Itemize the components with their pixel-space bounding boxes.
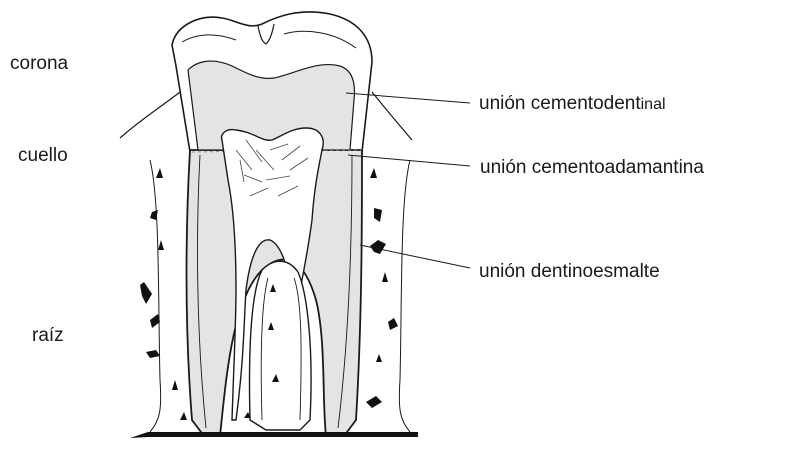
bone-mark	[146, 350, 160, 358]
label-cuello: cuello	[18, 146, 68, 165]
label-union-dentinoesmalte: unión dentinoesmalte	[479, 262, 660, 281]
bone-mark	[150, 314, 160, 328]
bone-mark	[388, 318, 398, 330]
bone-mark	[158, 240, 164, 250]
inter-radicular-gap	[250, 261, 312, 430]
bone-mark	[180, 412, 187, 420]
label-union-cementodentinal-tail: inal	[641, 96, 666, 113]
label-union-cementodentinal: unión cementodentinal	[479, 94, 666, 113]
label-union-cementodentinal-main: unión cementodent	[479, 93, 641, 114]
gum-outline-right	[372, 92, 412, 140]
bone-mark	[172, 380, 178, 390]
bone-mark	[370, 168, 377, 178]
gum-outline-left	[120, 92, 180, 138]
leader-line-dentinoesmalte	[360, 245, 470, 268]
bone-outline-left	[150, 160, 161, 432]
base-line-taper-left	[130, 432, 148, 438]
bone-mark	[376, 354, 382, 362]
bone-mark	[140, 282, 152, 304]
label-corona: corona	[10, 54, 68, 73]
label-union-cementoadamantina: unión cementoadamantina	[480, 158, 704, 177]
label-raiz: raíz	[32, 326, 64, 345]
bone-mark	[156, 168, 163, 178]
base-line	[148, 432, 418, 437]
bone-mark	[366, 396, 382, 408]
bone-mark	[374, 208, 382, 222]
bone-outline-right	[399, 160, 410, 432]
bone-mark	[370, 240, 386, 254]
bone-mark	[382, 272, 388, 282]
